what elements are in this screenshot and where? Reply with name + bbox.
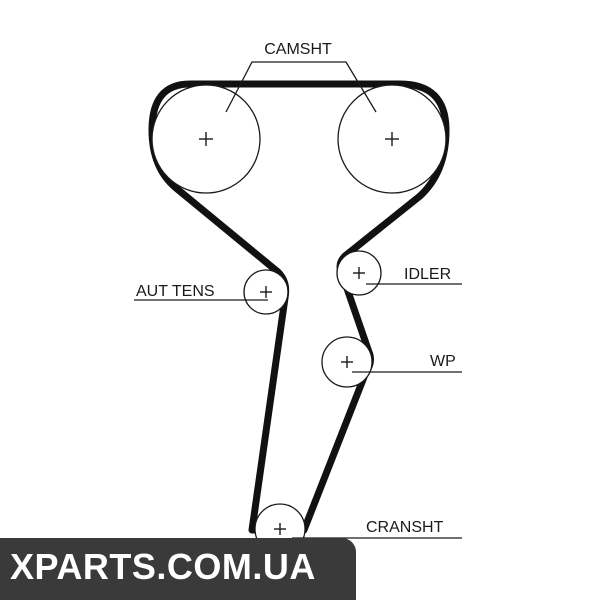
auto-tensioner-pulley: [243, 269, 289, 315]
idler-pulley: [336, 250, 382, 296]
water-pump-pulley: [321, 336, 373, 388]
watermark-text: XPARTS.COM.UA: [10, 546, 316, 587]
camshaft-pulley-left: [151, 84, 261, 194]
camshaft-pulley-right: [337, 84, 447, 194]
watermark-banner: XPARTS.COM.UA: [0, 538, 356, 600]
crankshaft-label: CRANSHT: [366, 519, 444, 536]
water-pump-label: WP: [430, 353, 456, 370]
idler-label: IDLER: [404, 266, 451, 283]
auto-tensioner-label: AUT TENS: [136, 283, 215, 300]
camshaft-label: CAMSHT: [264, 41, 332, 58]
camshaft-leader: [225, 61, 377, 113]
